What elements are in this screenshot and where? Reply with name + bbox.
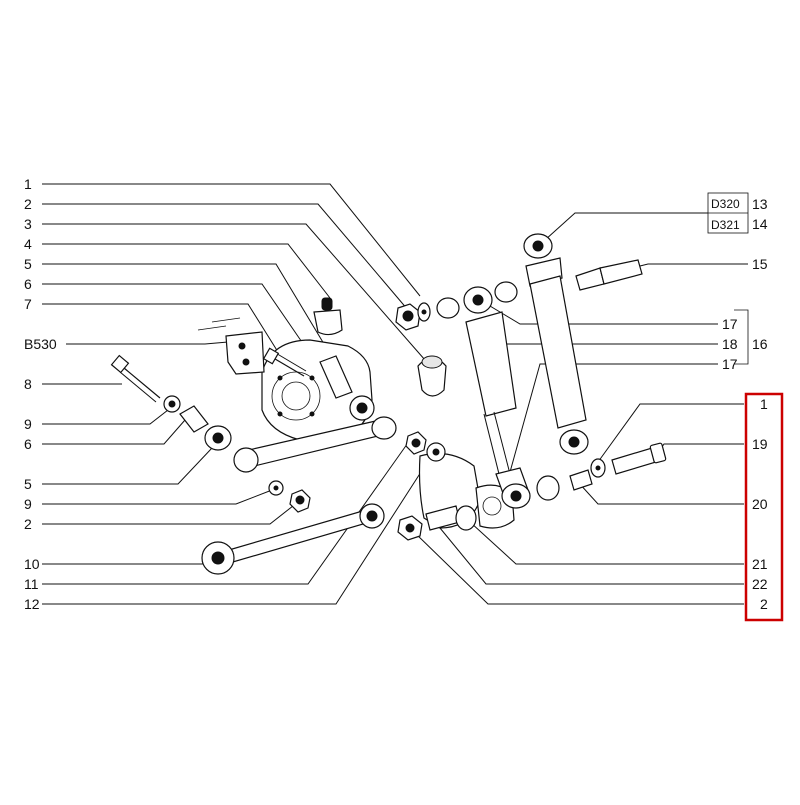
callout-left-7: 7 (24, 296, 32, 312)
callout-right-20: 20 (752, 496, 768, 512)
callout-left-2: 2 (24, 196, 32, 212)
callout-right-16: 16 (752, 336, 768, 352)
lower-right-fittings (397, 505, 477, 541)
callout-right-2b: 2 (760, 596, 768, 612)
callout-left-10: 10 (24, 556, 40, 572)
callout-right-21: 21 (752, 556, 768, 572)
code-d321: D321 (711, 218, 740, 232)
left-leader-lines (42, 183, 431, 605)
bolt-8 (110, 354, 161, 403)
bracket-b530 (197, 317, 265, 375)
callout-right-15: 15 (752, 256, 768, 272)
callout-left-9a: 9 (24, 416, 32, 432)
callout-right-17a: 17 (722, 316, 738, 332)
callout-left-2b: 2 (24, 516, 32, 532)
callout-left-3: 3 (24, 216, 32, 232)
right-callouts: D320 D321 13 14 15 17 18 16 17 1 19 20 2… (707, 192, 768, 612)
shock-absorber-right (523, 233, 589, 455)
rubber-buffer (417, 355, 447, 397)
washer-nut-lower (268, 480, 311, 513)
nut-washer-upper (395, 302, 431, 331)
callout-right-13: 13 (752, 196, 768, 212)
pin-15 (575, 259, 643, 291)
bolt-7 (262, 347, 307, 377)
right-fittings (569, 442, 667, 491)
upper-link (233, 416, 397, 473)
callout-left-12: 12 (24, 596, 40, 612)
callout-left-8: 8 (24, 376, 32, 392)
left-callouts: 1 2 3 4 5 6 7 B530 8 9 6 5 9 2 10 11 12 (24, 176, 57, 612)
lower-left-fittings (163, 395, 232, 451)
callout-left-b530: B530 (24, 336, 57, 352)
shock-absorber-left (465, 311, 531, 509)
highlight-box (744, 392, 784, 622)
callout-left-4: 4 (24, 236, 32, 252)
bushing-lower-17 (536, 475, 560, 501)
panhard-rod (201, 503, 385, 575)
callout-right-22: 22 (752, 576, 768, 592)
callout-right-19: 19 (752, 436, 768, 452)
callout-right-17b: 17 (722, 356, 738, 372)
callout-left-9b: 9 (24, 496, 32, 512)
callout-left-1: 1 (24, 176, 32, 192)
bushings-upper-17 (436, 281, 518, 319)
callout-right-18: 18 (722, 336, 738, 352)
callout-right-14: 14 (752, 216, 768, 232)
callout-left-5: 5 (24, 256, 32, 272)
callout-left-6b: 6 (24, 436, 32, 452)
bump-stop (313, 297, 343, 336)
code-d320: D320 (711, 197, 740, 211)
spacer-bushing-upper (319, 355, 375, 421)
callout-left-5b: 5 (24, 476, 32, 492)
callout-left-6: 6 (24, 276, 32, 292)
callout-right-1: 1 (760, 396, 768, 412)
nuts-middle (405, 431, 446, 462)
callout-left-11: 11 (24, 576, 39, 592)
